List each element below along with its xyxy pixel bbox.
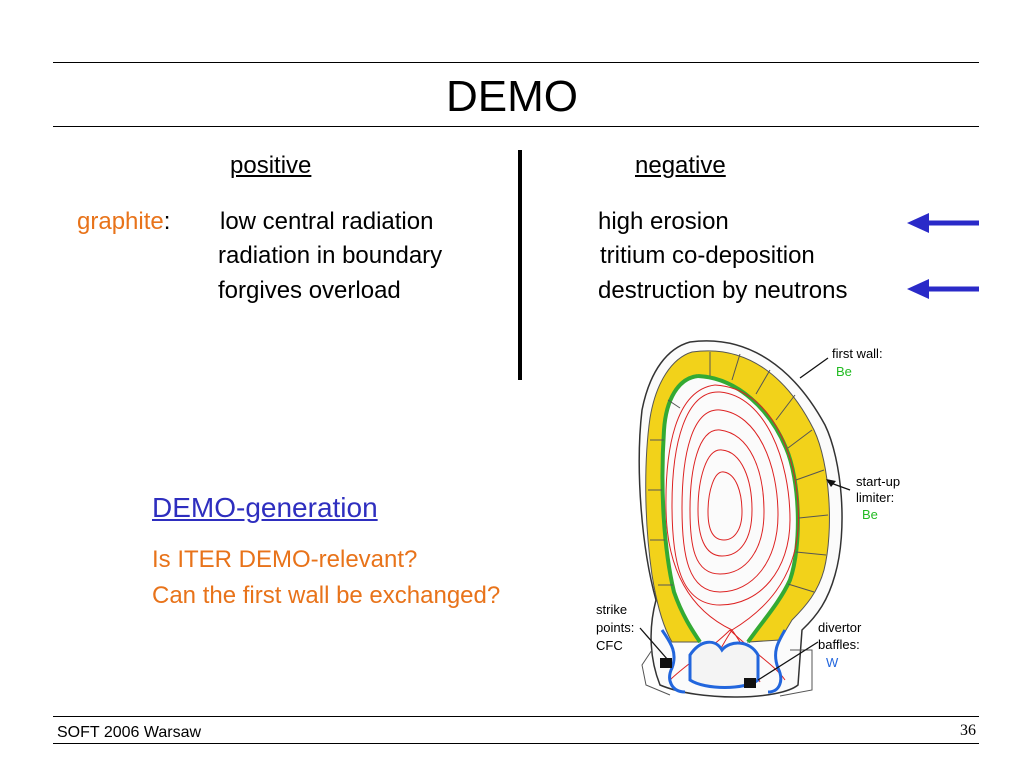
page-number: 36 <box>960 722 976 739</box>
material-colon: : <box>163 208 171 235</box>
footer-conference: SOFT 2006 Warsaw <box>57 724 202 741</box>
divertor-baffles-label: baffles: <box>818 637 860 652</box>
material-name: graphite <box>77 208 164 235</box>
footer-bottom-rule <box>53 743 979 744</box>
divertor-baffles-material: W <box>826 655 839 670</box>
divertor-dome <box>688 640 760 689</box>
divertor-baffles-label: divertor <box>818 620 862 635</box>
strike-points-label: points: <box>596 620 635 635</box>
question-item: Is ITER DEMO-relevant? <box>152 546 418 573</box>
material-label: graphite: <box>77 208 170 236</box>
limiter-label: limiter: <box>856 490 895 505</box>
column-divider <box>518 150 522 380</box>
plasma-flux-surface <box>681 409 779 593</box>
plasma-flux-surface <box>689 429 765 575</box>
question-item: Can the first wall be exchanged? <box>152 582 501 609</box>
arrow-left-icon <box>907 213 979 233</box>
demo-generation-link[interactable]: DEMO-generation <box>152 492 378 523</box>
strike-point-marker <box>744 678 756 688</box>
title-underline-rule <box>53 126 979 127</box>
negative-heading: negative <box>635 152 726 179</box>
negative-item: destruction by neutrons <box>598 277 848 304</box>
slide-title: DEMO <box>446 72 578 121</box>
positive-heading: positive <box>230 152 312 179</box>
separatrix <box>704 384 799 683</box>
tokamak-cross-section-diagram <box>638 340 851 698</box>
negative-item: tritium co-deposition <box>600 242 815 269</box>
plasma-flux-surface <box>707 471 743 541</box>
negative-item: high erosion <box>598 208 729 235</box>
top-rule <box>53 62 979 63</box>
strike-point-marker <box>660 658 672 668</box>
plasma-flux-surface <box>671 391 791 606</box>
strike-points-material: CFC <box>596 638 623 653</box>
arrow-left-icon <box>907 279 979 299</box>
footer-top-rule <box>53 716 979 717</box>
positive-item: radiation in boundary <box>218 242 443 269</box>
positive-item: low central radiation <box>220 208 434 235</box>
positive-item: forgives overload <box>218 277 401 304</box>
strike-points-label: strike <box>596 602 628 617</box>
plasma-flux-surface <box>697 449 753 557</box>
first-wall-material: Be <box>836 364 852 379</box>
limiter-label: start-up <box>856 474 901 489</box>
first-wall-label: first wall: <box>832 346 883 361</box>
limiter-material: Be <box>862 507 878 522</box>
